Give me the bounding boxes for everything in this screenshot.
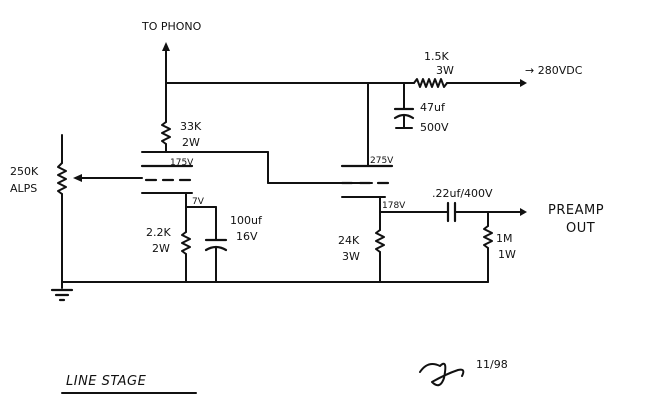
label-title: LINE STAGE [66, 374, 147, 389]
label-c-cathode1-value: 100uf [230, 214, 263, 227]
capacitor-cathode-1 [185, 206, 228, 283]
label-r-supply-value: 1.5K [424, 50, 449, 63]
resistor-plate-1 [161, 121, 171, 145]
label-r-plate1-value: 33K [180, 120, 202, 133]
label-pot-brand: ALPS [10, 182, 37, 195]
label-preamp-out-1: PREAMP [548, 203, 604, 218]
label-r-plate1-power: 2W [182, 136, 200, 149]
ground-bus [50, 281, 489, 302]
capacitor-supply [393, 82, 415, 129]
supply-wire [165, 79, 527, 87]
tube-1 [140, 151, 373, 233]
label-pot-value: 250K [10, 165, 39, 178]
resistor-cathode-1 [181, 231, 191, 283]
signature-mark [419, 362, 465, 387]
label-c-coupling: .22uf/400V [432, 187, 493, 200]
label-r-supply-power: 3W [436, 64, 454, 77]
label-v-cathode1: 7V [192, 197, 205, 207]
resistor-cathode-2 [375, 217, 385, 283]
label-c-supply-voltage: 500V [420, 121, 449, 134]
to-phono-arrow [162, 42, 170, 123]
label-to-phono: TO PHONO [141, 20, 202, 33]
resistor-load [483, 211, 493, 283]
label-b-plus: → 280VDC [525, 64, 583, 77]
potentiometer [57, 134, 67, 289]
grid-1-wire [73, 174, 143, 182]
label-v-plate2: 275V [370, 156, 394, 166]
label-r-load-power: 1W [498, 248, 516, 261]
label-date: 11/98 [476, 358, 508, 371]
label-preamp-out-2: OUT [566, 221, 595, 236]
label-c-cathode1-voltage: 16V [236, 230, 258, 243]
resistor-supply [413, 78, 448, 88]
tube-2 [340, 164, 394, 219]
label-r-cathode1-power: 2W [152, 242, 170, 255]
label-r-cathode2-value: 24K [338, 234, 360, 247]
label-r-cathode1-value: 2.2K [146, 226, 171, 239]
label-r-load-value: 1M [496, 232, 513, 245]
label-c-supply-value: 47uf [420, 101, 446, 114]
label-v-plate1: 175V [170, 158, 194, 168]
label-v-cathode2: 178V [382, 201, 406, 211]
label-r-cathode2-power: 3W [342, 250, 360, 263]
